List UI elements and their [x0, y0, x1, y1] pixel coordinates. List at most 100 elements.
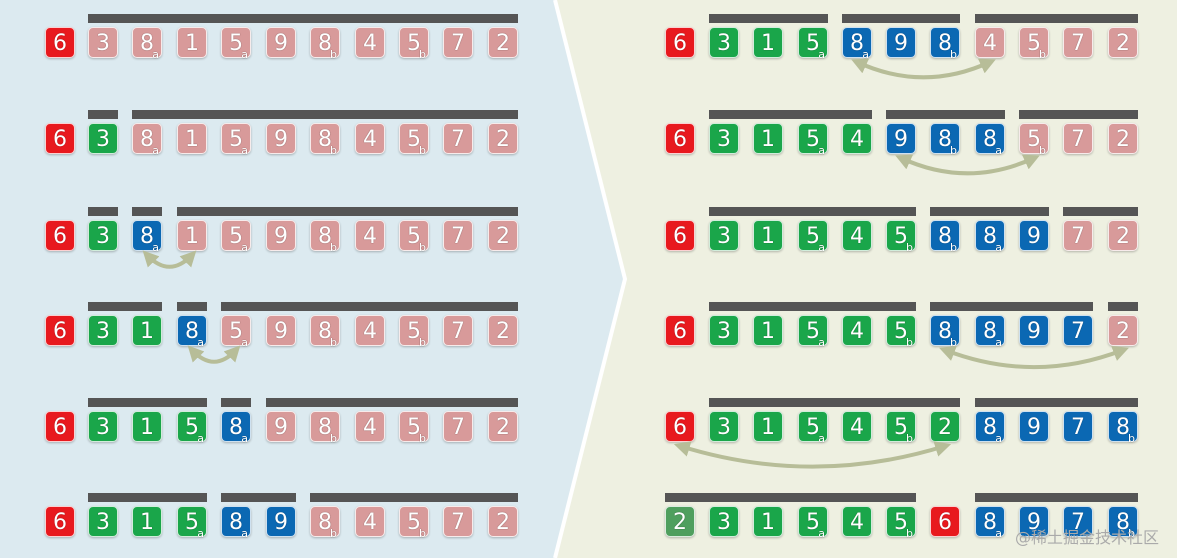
- value-tile-greater: 7: [1063, 506, 1093, 537]
- value-tile-less: 1: [753, 506, 783, 537]
- value-tile-less: 3: [709, 27, 739, 58]
- tile-value: 6: [673, 319, 687, 344]
- value-tile-unprocessed: 2: [1108, 27, 1138, 58]
- value-tile-unprocessed: 9: [266, 411, 296, 442]
- value-tile-pivot: 6: [665, 220, 695, 251]
- value-tile-unprocessed: 7: [1063, 123, 1093, 154]
- tile-subscript: a: [197, 336, 204, 349]
- tile-subscript: a: [241, 336, 248, 349]
- tile-value: 8: [983, 510, 997, 535]
- value-tile-less: 3: [88, 220, 118, 251]
- tile-value: 3: [96, 415, 110, 440]
- tile-value: 8: [983, 224, 997, 249]
- tile-value: 3: [717, 127, 731, 152]
- tile-value: 7: [1071, 415, 1085, 440]
- tile-value: 3: [717, 415, 731, 440]
- value-tile-unprocessed: 9: [266, 27, 296, 58]
- tile-value: 8: [185, 319, 199, 344]
- tile-value: 1: [140, 415, 154, 440]
- value-tile-unprocessed: 2: [488, 27, 518, 58]
- partition-bar: [132, 207, 162, 216]
- tile-value: 8: [938, 319, 952, 344]
- tile-subscript: b: [419, 527, 426, 540]
- value-tile-pivot: 6: [45, 27, 75, 58]
- value-tile-less: 1: [132, 411, 162, 442]
- value-tile-pivot: 6: [45, 411, 75, 442]
- partition-bar: [1063, 207, 1138, 216]
- partition-bar: [132, 110, 518, 119]
- tile-value: 7: [451, 224, 465, 249]
- tile-value: 6: [673, 127, 687, 152]
- tile-subscript: b: [419, 48, 426, 61]
- partition-bar: [1108, 302, 1138, 311]
- tile-subscript: a: [995, 241, 1002, 254]
- value-tile-unprocessed: 4: [355, 27, 385, 58]
- partition-bar: [709, 14, 828, 23]
- partition-bar: [709, 110, 872, 119]
- value-tile-less: 4: [842, 123, 872, 154]
- tile-subscript: a: [818, 48, 825, 61]
- value-tile-unprocessed: 9: [266, 220, 296, 251]
- tile-subscript: a: [241, 144, 248, 157]
- tile-value: 4: [850, 319, 864, 344]
- value-tile-less: 3: [88, 411, 118, 442]
- value-tile-pivot: 6: [665, 123, 695, 154]
- tile-subscript: b: [906, 241, 913, 254]
- tile-value: 2: [1116, 127, 1130, 152]
- tile-value: 2: [1116, 31, 1130, 56]
- tile-value: 6: [53, 31, 67, 56]
- tile-subscript: a: [995, 144, 1002, 157]
- value-tile-unprocessed: 7: [443, 506, 473, 537]
- tile-value: 5: [806, 127, 820, 152]
- tile-value: 5: [407, 127, 421, 152]
- tile-value: 7: [1071, 319, 1085, 344]
- tile-value: 9: [274, 31, 288, 56]
- tile-value: 5: [407, 510, 421, 535]
- tile-value: 1: [185, 127, 199, 152]
- value-tile-pivot_placed: 2: [665, 506, 695, 537]
- value-tile-unprocessed: 7: [1063, 27, 1093, 58]
- tile-value: 9: [274, 319, 288, 344]
- value-tile-pivot: 6: [665, 315, 695, 346]
- tile-value: 7: [1071, 31, 1085, 56]
- tile-value: 9: [274, 510, 288, 535]
- tile-value: 3: [96, 127, 110, 152]
- tile-value: 7: [451, 510, 465, 535]
- tile-value: 5: [806, 510, 820, 535]
- value-tile-pivot: 6: [45, 123, 75, 154]
- tile-value: 9: [274, 415, 288, 440]
- value-tile-unprocessed: 7: [443, 27, 473, 58]
- tile-value: 1: [140, 319, 154, 344]
- value-tile-less: 1: [753, 315, 783, 346]
- value-tile-greater: 9: [1019, 220, 1049, 251]
- tile-value: 2: [496, 31, 510, 56]
- value-tile-pivot: 6: [45, 506, 75, 537]
- tile-value: 5: [185, 415, 199, 440]
- partition-bar: [177, 302, 207, 311]
- value-tile-less: 1: [753, 220, 783, 251]
- tile-value: 2: [673, 510, 687, 535]
- tile-subscript: b: [950, 48, 957, 61]
- value-tile-less: 1: [753, 411, 783, 442]
- value-tile-unprocessed: 7: [443, 315, 473, 346]
- tile-value: 5: [806, 31, 820, 56]
- value-tile-unprocessed: 9: [266, 315, 296, 346]
- tile-subscript: b: [330, 48, 337, 61]
- tile-value: 8: [318, 127, 332, 152]
- tile-value: 7: [1071, 224, 1085, 249]
